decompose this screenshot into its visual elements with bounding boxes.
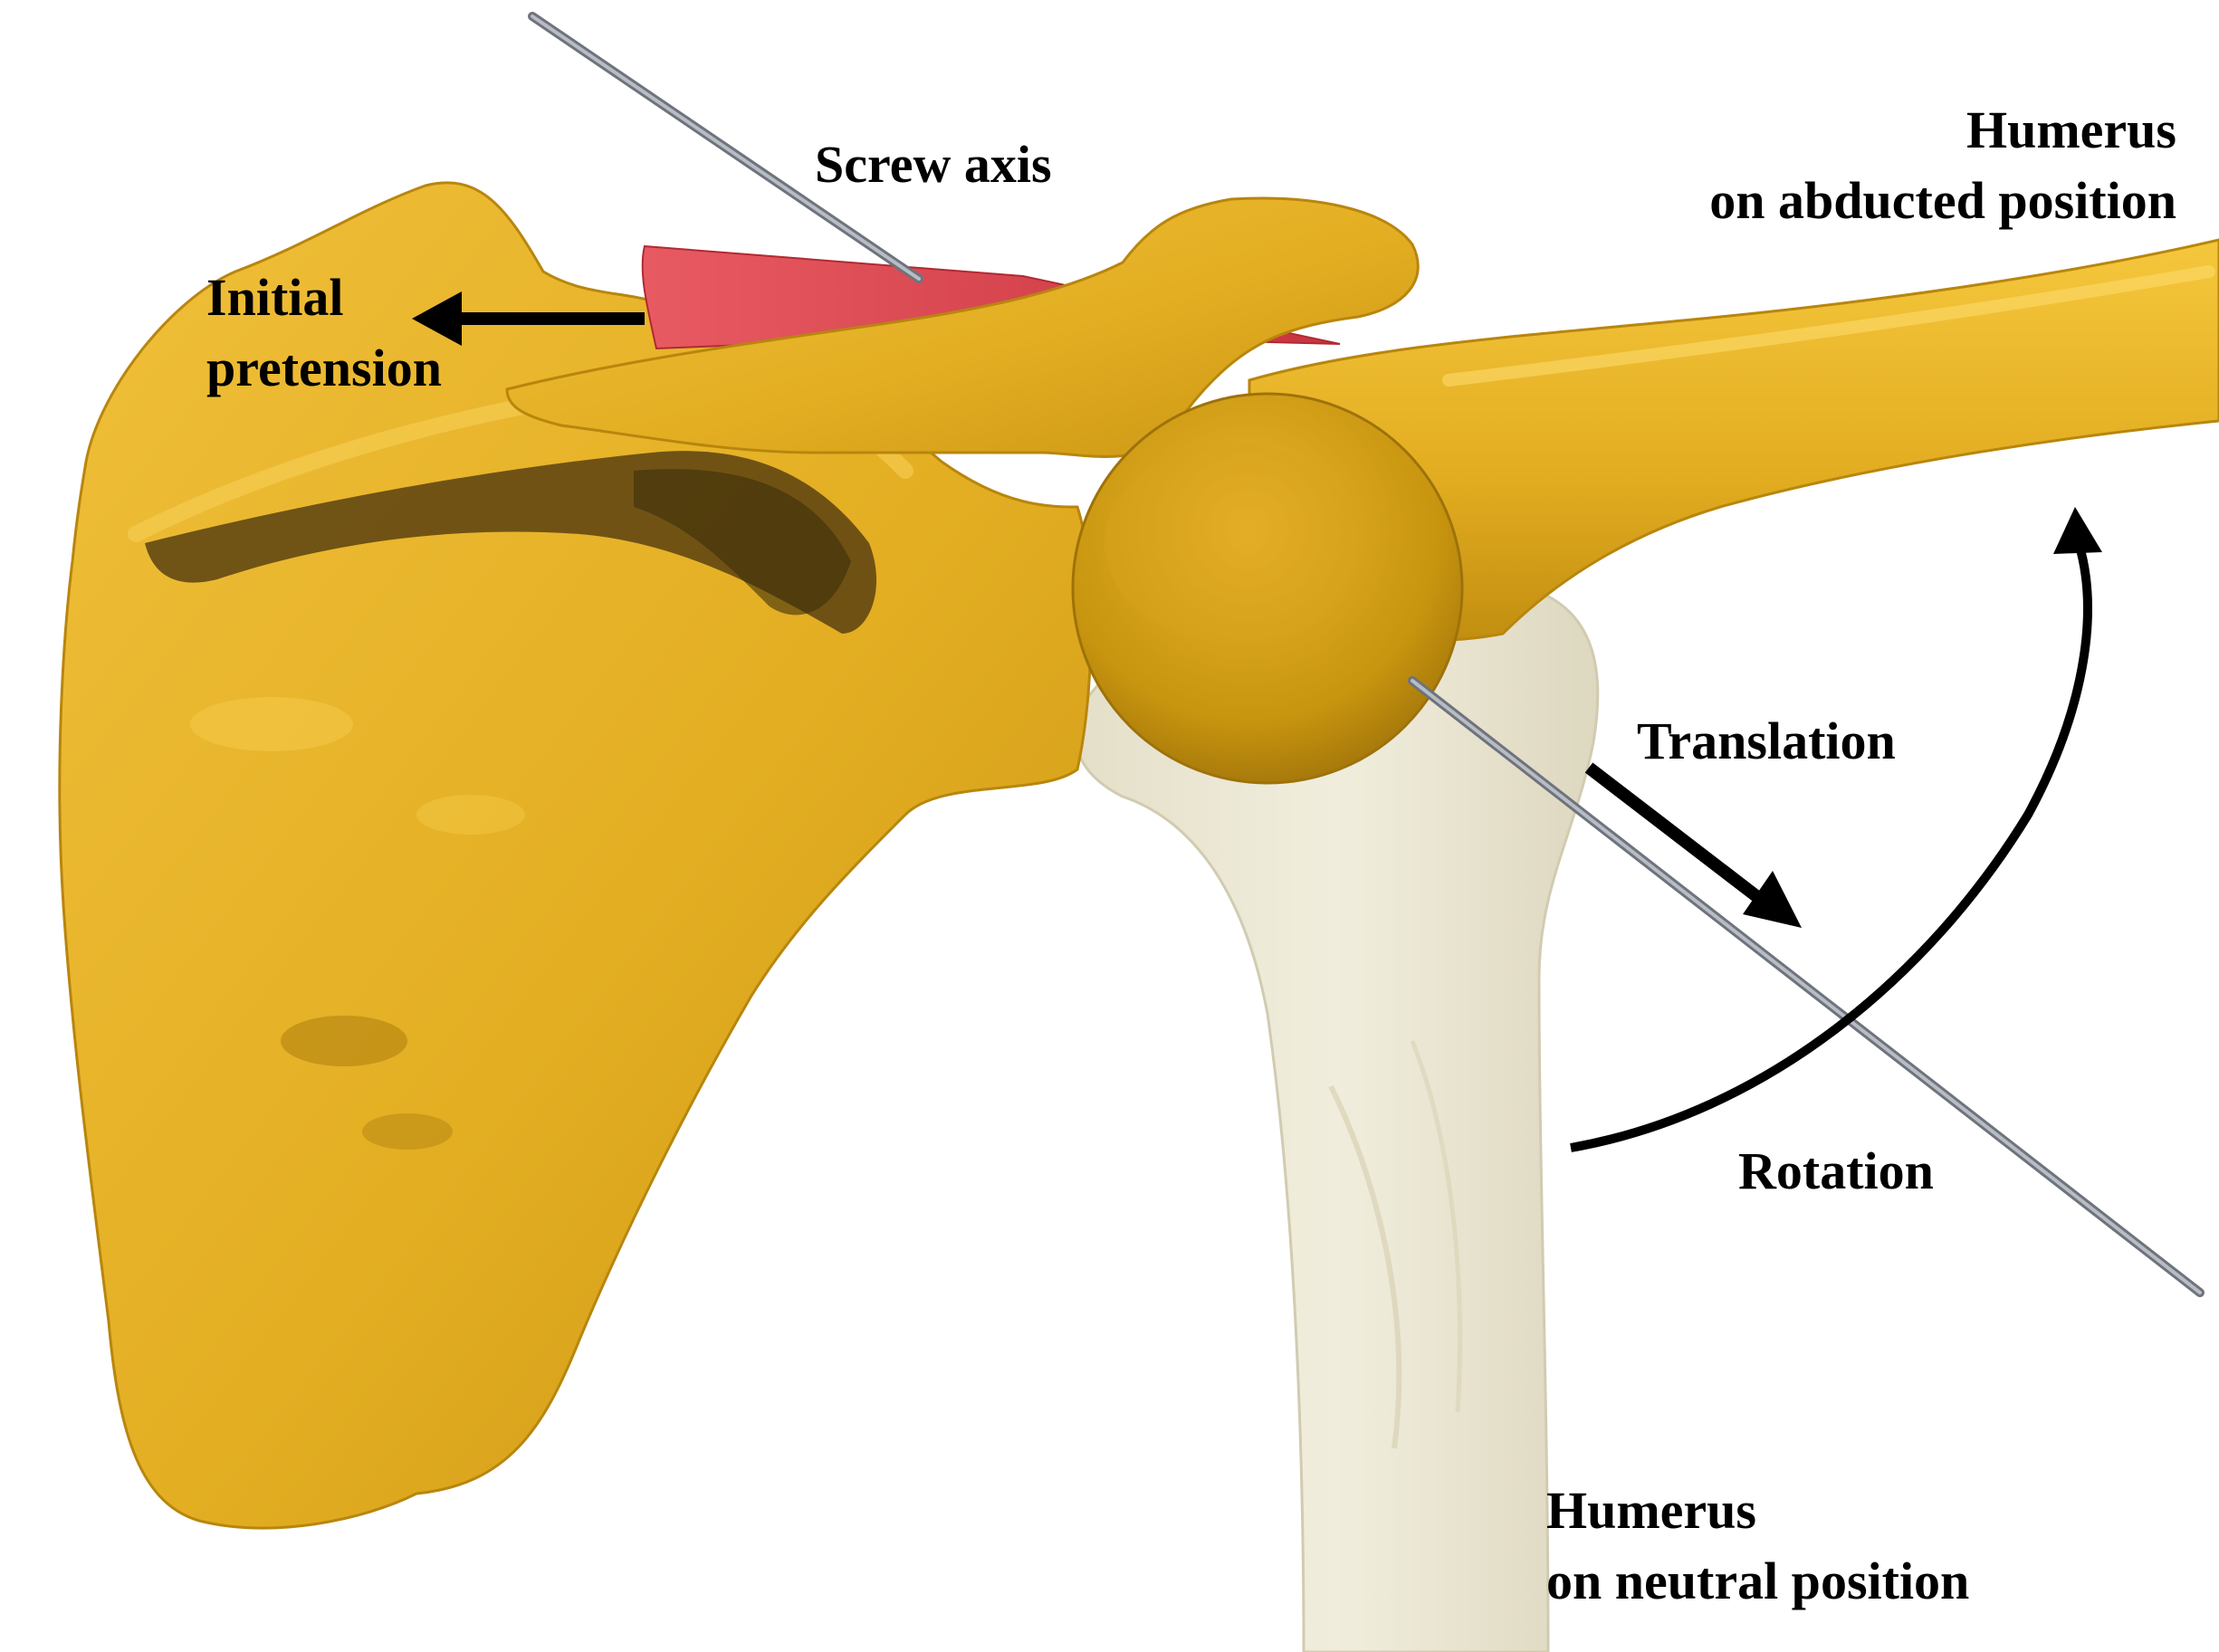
humerus-abducted (1071, 238, 2219, 785)
label-initial-pretension: Initial pretension (206, 268, 442, 397)
rotation-arrow (1570, 507, 2102, 1152)
humerus-neutral (1073, 578, 1600, 1652)
label-humerus-neutral: Humerus on neutral position (1546, 1481, 1970, 1610)
translation-arrow (1584, 762, 1802, 928)
label-translation: Translation (1637, 711, 1896, 770)
label-rotation: Rotation (1738, 1141, 1934, 1200)
screw-axis-rod (528, 12, 2205, 1297)
acromion (505, 196, 1420, 458)
scapula (58, 181, 1093, 1530)
label-humerus-abducted: Humerus on abducted position (1709, 100, 2176, 230)
label-screw-axis: Screw axis (815, 135, 1052, 194)
pretension-arrow (412, 291, 645, 346)
